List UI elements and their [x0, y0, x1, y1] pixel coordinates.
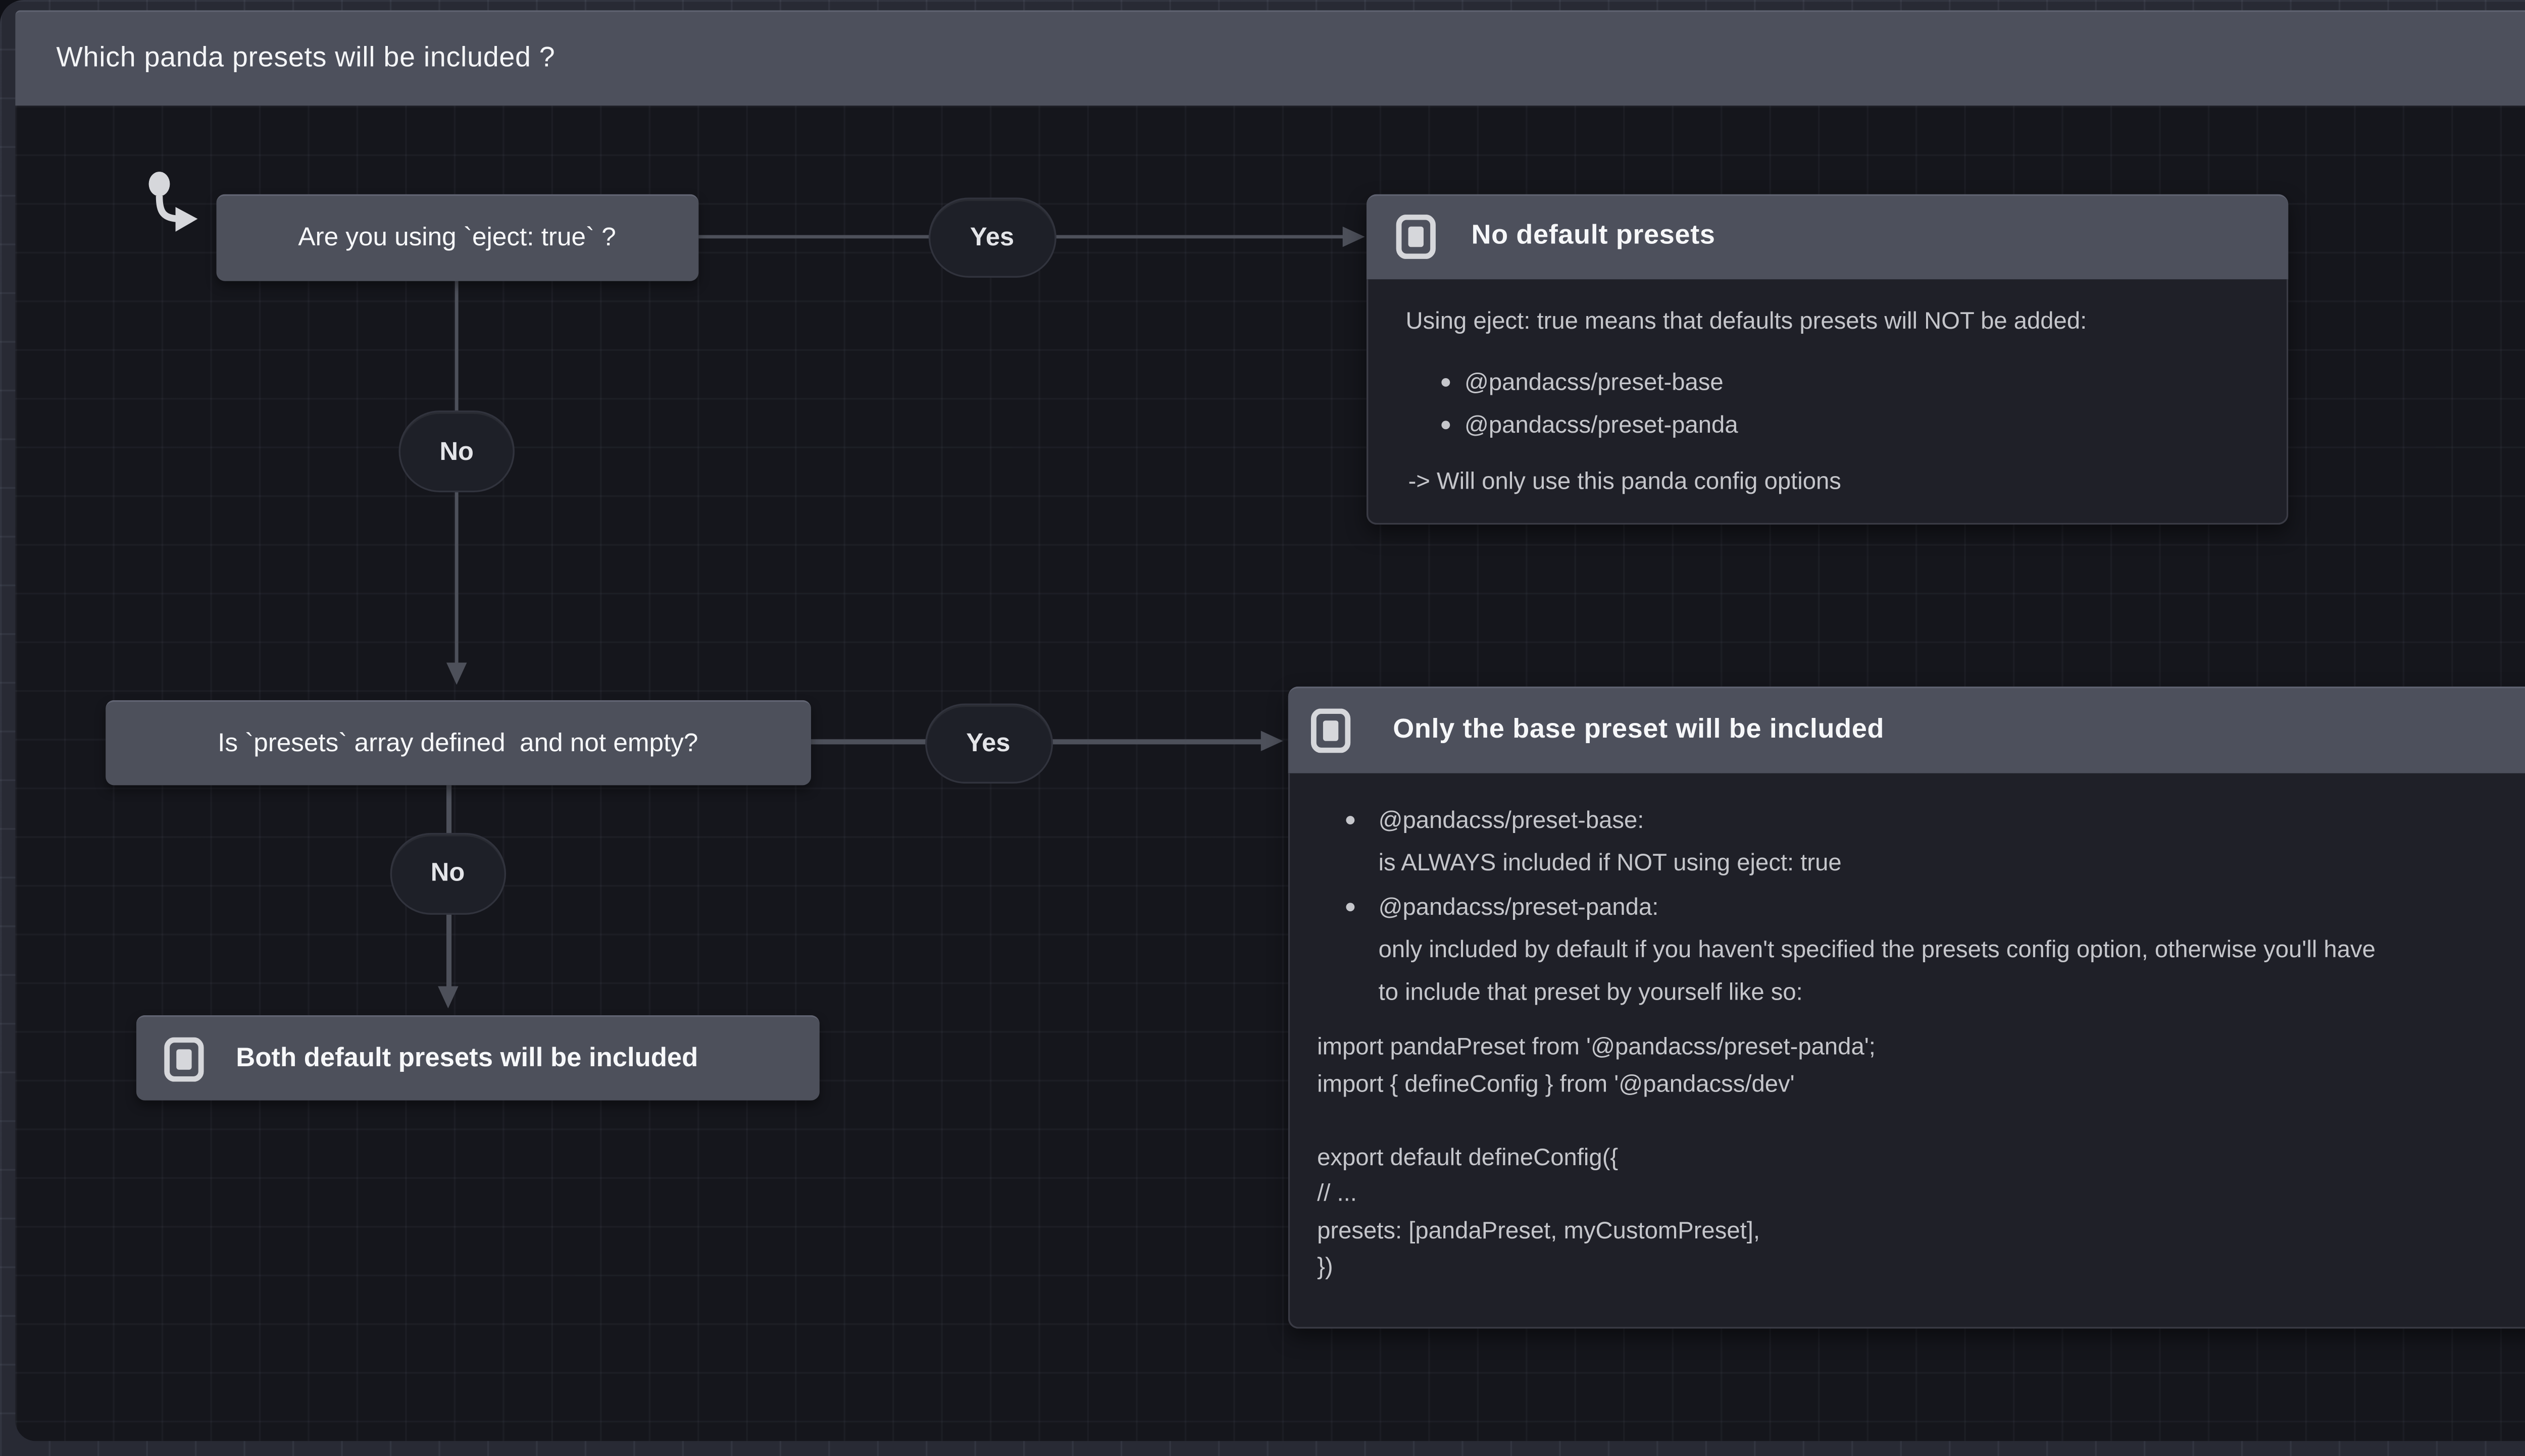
window-title-bar: Which panda presets will be included ? — [15, 10, 2525, 106]
bullet-dot — [1345, 902, 1354, 911]
bullet-text: @pandacss/preset-panda: — [1378, 892, 1659, 919]
node-presets-question-label: Is `presets` array defined and not empty… — [218, 728, 698, 757]
pointer-cursor-icon — [141, 169, 203, 233]
edge-label-no-2[interactable]: No — [390, 833, 506, 914]
base-only-bullet-list: @pandacss/preset-base: is ALWAYS include… — [1289, 799, 2525, 1014]
code-line: import pandaPreset from '@pandacss/prese… — [1317, 1033, 1876, 1061]
bullet-text: @pandacss/preset-base — [1464, 368, 1724, 395]
arrowhead-to-no-default-box — [1342, 226, 1365, 247]
box-base-preset-only-title: Only the base preset will be included — [1393, 715, 1885, 745]
no-default-note: -> Will only use this panda config optio… — [1408, 466, 1841, 494]
arrowhead-to-both-included — [438, 986, 459, 1009]
frame-button-icon — [1395, 215, 1436, 259]
bullet-dot — [1345, 816, 1354, 825]
no-label: No — [430, 859, 465, 888]
bullet-dot — [1440, 378, 1449, 387]
bullet-desc: is ALWAYS included if NOT using eject: t… — [1378, 849, 1842, 876]
code-line: import { defineConfig } from '@pandacss/… — [1317, 1069, 1795, 1097]
box-no-default-presets-title: No default presets — [1471, 222, 1715, 251]
node-both-presets-label: Both default presets will be included — [236, 1043, 698, 1072]
code-line: presets: [pandaPreset, myCustomPreset], — [1317, 1216, 1760, 1243]
bullet-text: @pandacss/preset-base: — [1378, 805, 1644, 833]
bullet-text: @pandacss/preset-panda — [1464, 411, 1738, 439]
code-line: export default defineConfig({ — [1317, 1142, 1619, 1170]
list-item: @pandacss/preset-base — [1368, 361, 2256, 404]
box-no-default-presets[interactable]: No default presets Using eject: true mea… — [1366, 193, 2289, 525]
no-default-intro: Using eject: true means that defaults pr… — [1405, 306, 2087, 334]
list-item-continuation: only included by default if you haven't … — [1289, 928, 2525, 971]
node-eject-question[interactable]: Are you using `eject: true` ? — [215, 193, 699, 281]
no-default-bullet-list: @pandacss/preset-base @pandacss/preset-p… — [1368, 361, 2256, 447]
node-presets-question[interactable]: Is `presets` array defined and not empty… — [106, 699, 811, 785]
edge-label-yes-2[interactable]: Yes — [924, 702, 1052, 784]
box-base-preset-only-header: Only the base preset will be included — [1287, 686, 2525, 773]
box-base-preset-only-body: @pandacss/preset-base: is ALWAYS include… — [1287, 773, 2525, 1328]
frame-button-icon — [1309, 708, 1350, 753]
code-line — [1317, 1103, 2525, 1140]
edge-label-yes-1[interactable]: Yes — [928, 196, 1056, 278]
list-item: @pandacss/preset-base: — [1289, 799, 2525, 842]
yes-label: Yes — [970, 223, 1015, 252]
bullet-desc: only included by default if you haven't … — [1378, 934, 2376, 962]
code-snippet: import pandaPreset from '@pandacss/prese… — [1289, 1030, 2525, 1286]
list-item-continuation: is ALWAYS included if NOT using eject: t… — [1289, 842, 2525, 885]
bullet-desc: to include that preset by yourself like … — [1378, 978, 1803, 1006]
code-line: // ... — [1317, 1179, 1357, 1207]
arrowhead-to-presets-question — [445, 662, 466, 685]
code-line: }) — [1317, 1253, 1333, 1280]
yes-label: Yes — [966, 729, 1011, 758]
bullet-dot — [1440, 421, 1449, 430]
box-no-default-presets-header: No default presets — [1366, 193, 2289, 280]
box-no-default-presets-body: Using eject: true means that defaults pr… — [1366, 279, 2289, 525]
node-eject-question-label: Are you using `eject: true` ? — [298, 223, 616, 252]
node-both-presets-included[interactable]: Both default presets will be included — [135, 1015, 819, 1101]
list-item: @pandacss/preset-panda: — [1289, 885, 2525, 928]
no-label: No — [439, 437, 474, 466]
page-title: Which panda presets will be included ? — [56, 42, 556, 74]
box-base-preset-only[interactable]: Only the base preset will be included @p… — [1287, 686, 2525, 1328]
frame-button-icon — [163, 1036, 204, 1081]
list-item-continuation: to include that preset by yourself like … — [1289, 971, 2525, 1014]
list-item: @pandacss/preset-panda — [1368, 404, 2256, 447]
edge-label-no-1[interactable]: No — [398, 410, 515, 493]
arrowhead-to-base-only-box — [1260, 731, 1283, 751]
